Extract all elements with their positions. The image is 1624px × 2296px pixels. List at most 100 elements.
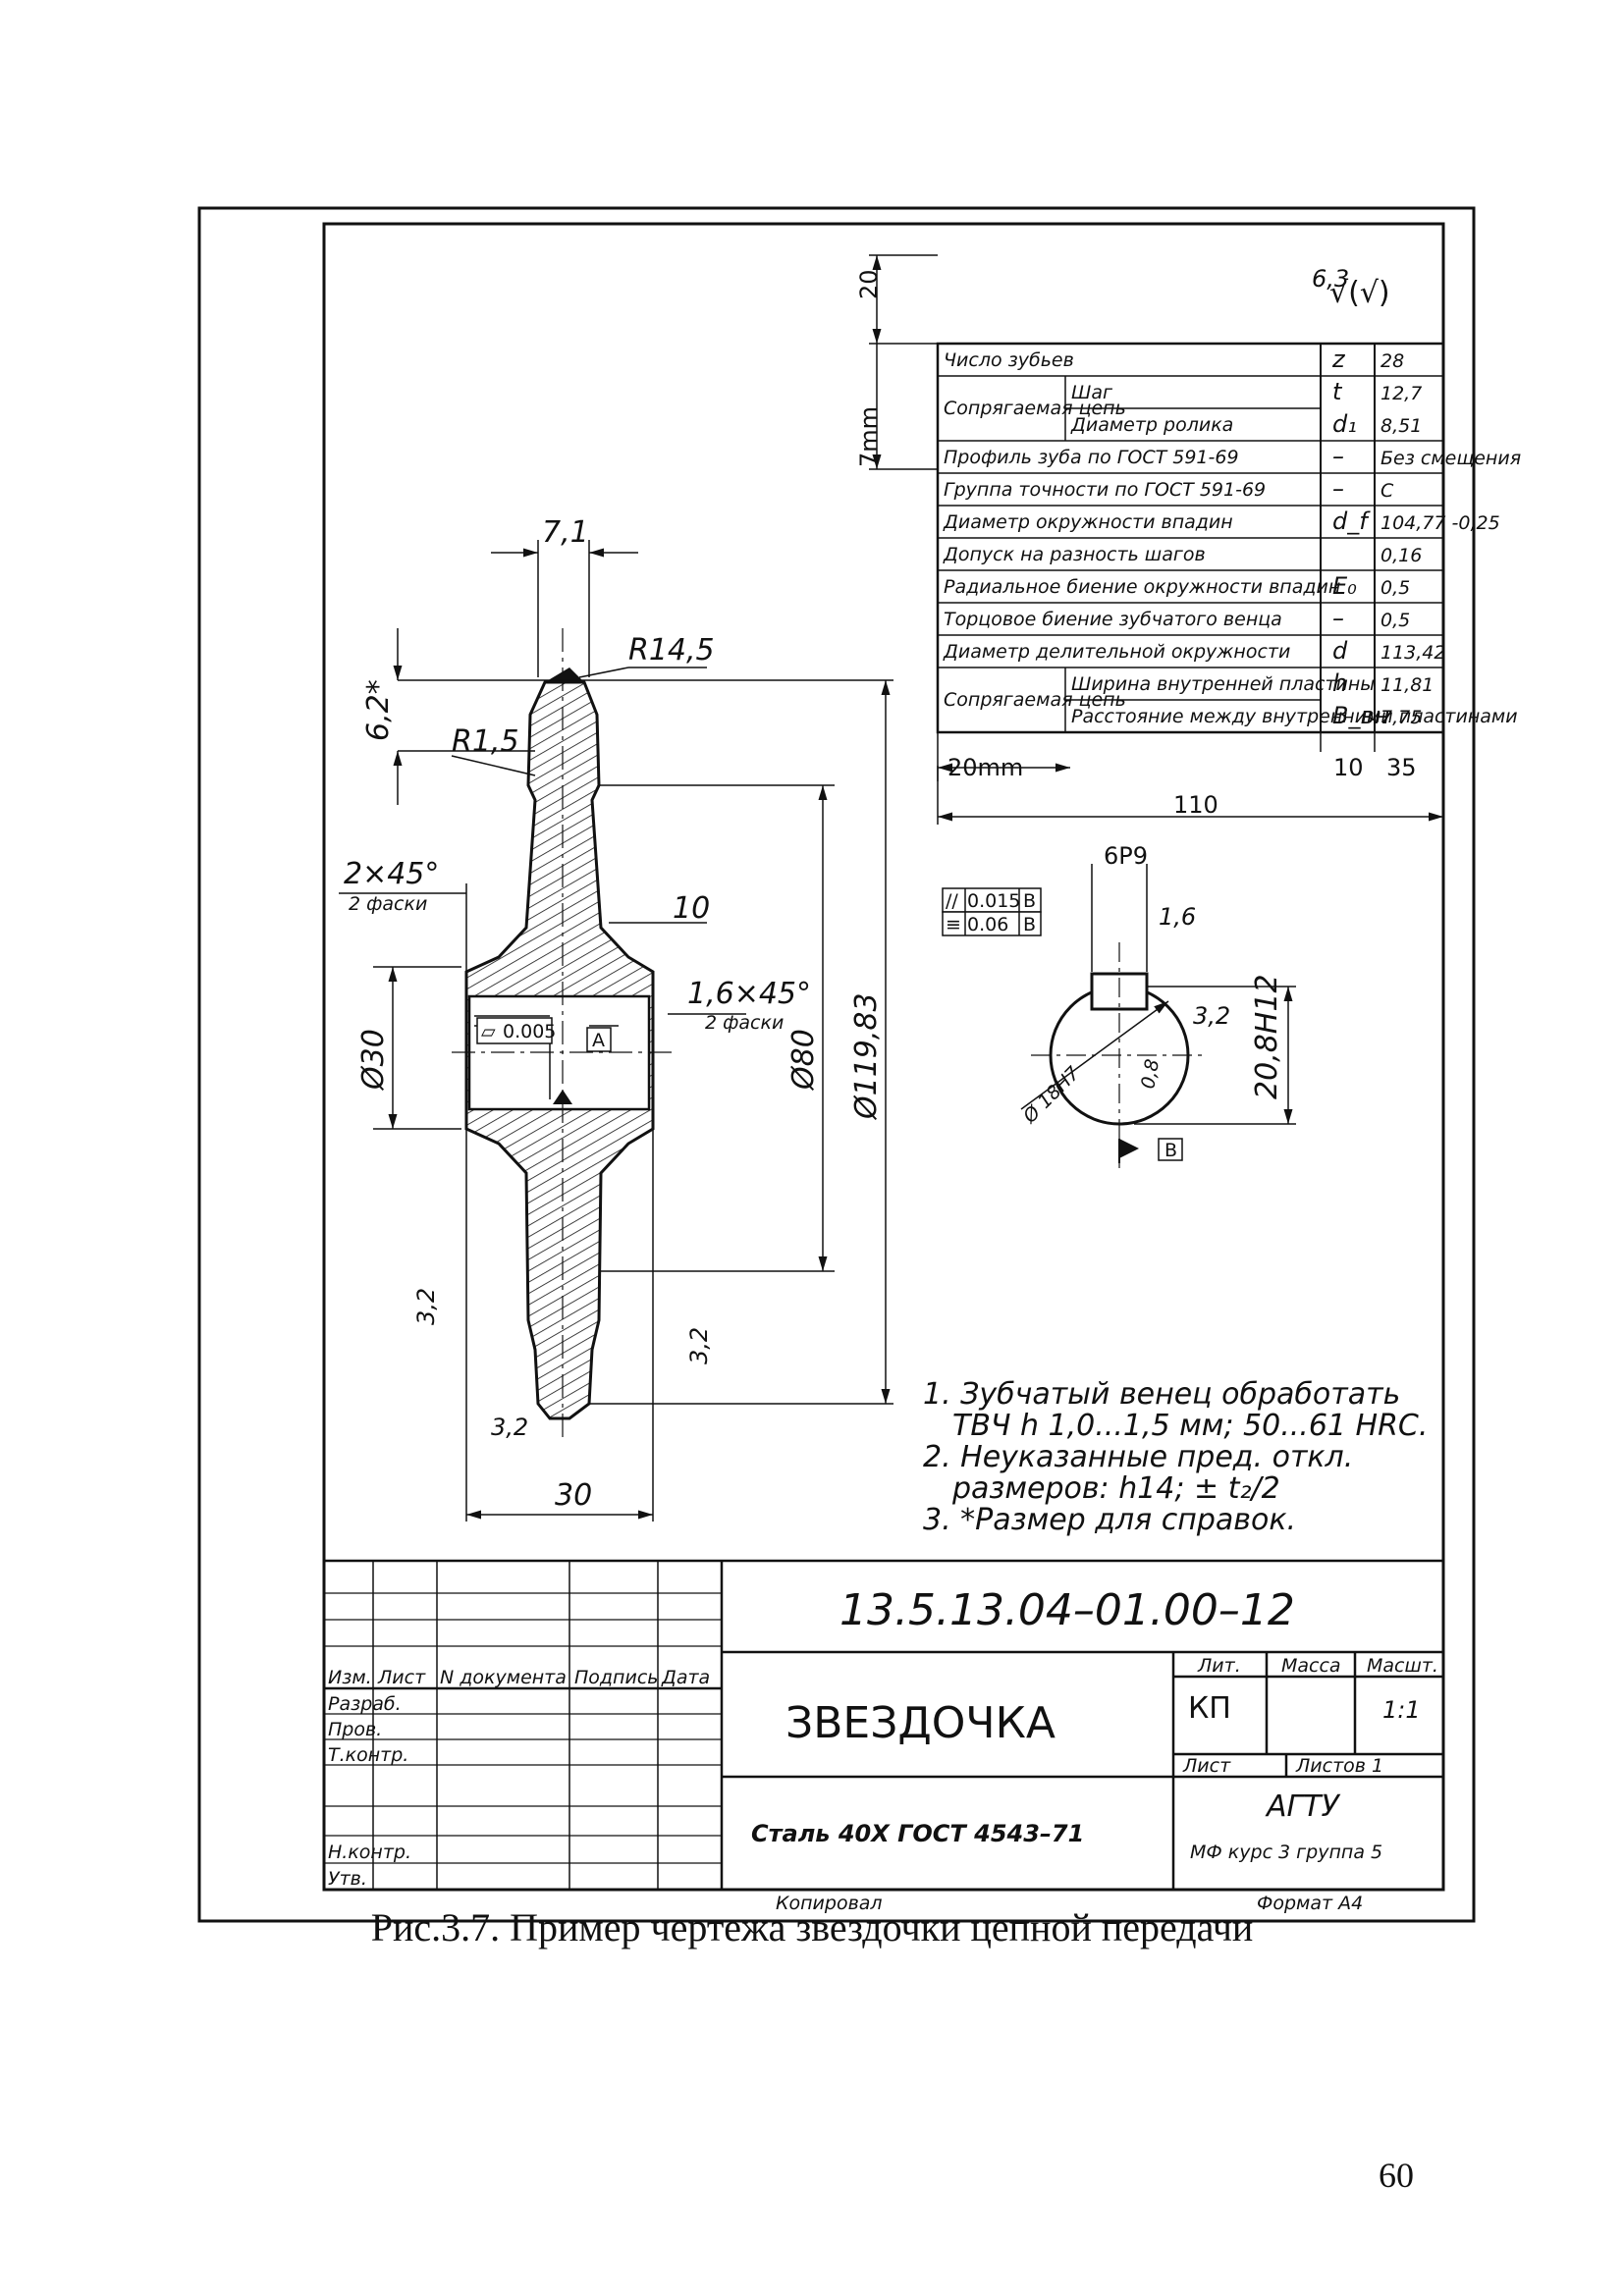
part-name: ЗВЕЗДОЧКА (785, 1698, 1056, 1748)
roughness-3-2-left: 3,2 (412, 1288, 440, 1325)
param-symbol-9: d (1332, 637, 1348, 665)
param-value-1: 12,7 (1380, 383, 1422, 404)
roughness-3-2-keyway: 3,2 (1193, 1002, 1230, 1030)
title-block-rows (324, 1592, 722, 1864)
param-value-4: C (1380, 480, 1394, 502)
dim-r14-5: R14,5 (628, 633, 715, 667)
dim-6-2: 6,2* (361, 679, 396, 741)
param-value-8: 0,5 (1380, 610, 1410, 631)
param-value-3: Без смещения (1380, 448, 1521, 469)
param-sub-2: Диаметр ролика (1070, 414, 1233, 436)
param-symbol-1: t (1332, 378, 1343, 405)
technical-notes: 1. Зубчатый венец обработать ТВЧ h 1,0..… (923, 1377, 1428, 1537)
tol2-ref: B (1023, 914, 1036, 935)
param-value-9: 113,42 (1380, 642, 1445, 664)
datum-b-label: B (1164, 1140, 1177, 1161)
svg-text:3. *Размер для справок.: 3. *Размер для справок. (923, 1503, 1296, 1537)
organization: АГТУ (1265, 1789, 1341, 1824)
param-symbol-4: – (1332, 475, 1344, 503)
param-symbol-7: E₀ (1332, 572, 1357, 600)
col-list: Лист (377, 1667, 426, 1688)
flatness-value: 0.005 (503, 1021, 556, 1042)
role-razrab: Разраб. (328, 1693, 402, 1715)
sprocket-dimension-lines (339, 540, 893, 1522)
table-dimension-lines (869, 254, 1443, 825)
dim-7mm: 7mm (855, 406, 883, 467)
dim-110: 110 (1173, 791, 1218, 819)
chamfer-note-1: 2 фаски (349, 893, 427, 915)
param-value-7: 0,5 (1380, 577, 1410, 599)
roughness-3-2-right: 3,2 (685, 1327, 713, 1364)
role-tkontr: Т.контр. (328, 1744, 408, 1766)
page-number: 60 (1379, 2156, 1414, 2195)
param-label-8: Торцовое биение зубчатого венца (944, 609, 1282, 630)
col-signature: Подпись (574, 1667, 658, 1688)
svg-text:размеров: h14; ± t₂/2: размеров: h14; ± t₂/2 (951, 1471, 1280, 1506)
roughness-3-2-bottom: 3,2 (491, 1414, 528, 1441)
svg-text:ТВЧ h 1,0...1,5 мм; 50...61 HR: ТВЧ h 1,0...1,5 мм; 50...61 HRC. (952, 1409, 1428, 1443)
param-label-7: Радиальное биение окружности впадин (944, 576, 1340, 598)
tol1-ref: B (1023, 890, 1036, 912)
param-label-1: Сопрягаемая цепь (944, 398, 1126, 419)
roughness-1-6: 1,6 (1159, 903, 1196, 931)
svg-text:√(√): √(√) (1329, 276, 1390, 310)
dim-7-1: 7,1 (542, 515, 589, 550)
sheet-label: Лист (1182, 1755, 1231, 1777)
dim-dia-119-83: Ø119,83 (849, 992, 884, 1121)
param-value-6: 0,16 (1380, 545, 1422, 566)
dim-dia-80: Ø80 (786, 1029, 821, 1092)
param-label-4: Группа точности по ГОСТ 591-69 (944, 479, 1266, 501)
scale-value: 1:1 (1382, 1696, 1421, 1724)
tol1-value: 0.015 (967, 890, 1020, 912)
datum-a-label: A (592, 1030, 605, 1051)
title-block (322, 1559, 1445, 1892)
col-document: N документа (440, 1667, 567, 1688)
mass-header: Масса (1281, 1655, 1341, 1677)
role-utv: Утв. (328, 1868, 367, 1890)
lit-value: КП (1188, 1691, 1231, 1726)
sprocket-section (452, 628, 677, 1443)
param-symbol-10: h (1332, 669, 1347, 697)
param-label-5: Диаметр окружности впадин (943, 511, 1233, 533)
param-symbol-2: d₁ (1332, 410, 1357, 438)
dim-20mm: 20mm (947, 754, 1023, 781)
svg-text:6,3: 6,3 (1312, 265, 1349, 293)
dim-chamfer-1-6x45: 1,6×45° (687, 977, 811, 1011)
drawing-code: 13.5.13.04–01.00–12 (839, 1585, 1295, 1635)
dim-20-8h12: 20,8H12 (1250, 974, 1284, 1099)
svg-text:2. Неуказанные пред. откл.: 2. Неуказанные пред. откл. (923, 1440, 1353, 1474)
param-label-6: Допуск на разность шагов (943, 544, 1206, 565)
outer-frame (197, 206, 1476, 1923)
col-izm: Изм. (328, 1667, 372, 1688)
chamfer-note-2: 2 фаски (705, 1012, 784, 1034)
datum-a-box (586, 1027, 612, 1052)
param-value-10: 11,81 (1380, 674, 1434, 696)
svg-text:1. Зубчатый венец обработать: 1. Зубчатый венец обработать (923, 1377, 1400, 1412)
param-symbol-5: d_f (1332, 507, 1371, 535)
param-symbol-3: – (1332, 443, 1344, 470)
radius-0-8: 0,8 (1137, 1057, 1164, 1091)
dim-r1-5: R1,5 (452, 724, 519, 759)
copied-by: Копировал (776, 1893, 883, 1914)
param-value-5: 104,77 -0,25 (1380, 512, 1500, 534)
param-value-11: 7,75 (1380, 707, 1422, 728)
dim-20: 20 (855, 269, 883, 299)
tol2-value: 0.06 (967, 914, 1008, 935)
param-label-9: Диаметр делительной окружности (943, 641, 1290, 663)
dim-chamfer-2x45: 2×45° (344, 857, 439, 891)
lit-header: Лит. (1197, 1655, 1241, 1677)
flatness-icon: ▱ (481, 1021, 496, 1042)
parallelism-icon: // (946, 890, 958, 912)
param-label-3: Профиль зуба по ГОСТ 591-69 (944, 447, 1239, 468)
param-label-0: Число зубьев (944, 349, 1074, 371)
param-sub-10: Ширина внутренней пластины (1071, 673, 1375, 695)
figure-caption: Рис.3.7. Пример чертежа звездочки цепной… (370, 1905, 1254, 1949)
param-sub-11: Расстояние между внутренними пластинами (1071, 706, 1518, 727)
sheets-label: Листов 1 (1295, 1755, 1383, 1777)
flatness-tolerance-box (476, 1017, 553, 1044)
role-nkontr: Н.контр. (328, 1842, 411, 1863)
group: МФ курс 3 группа 5 (1190, 1842, 1382, 1863)
symmetry-icon: ≡ (946, 914, 961, 935)
